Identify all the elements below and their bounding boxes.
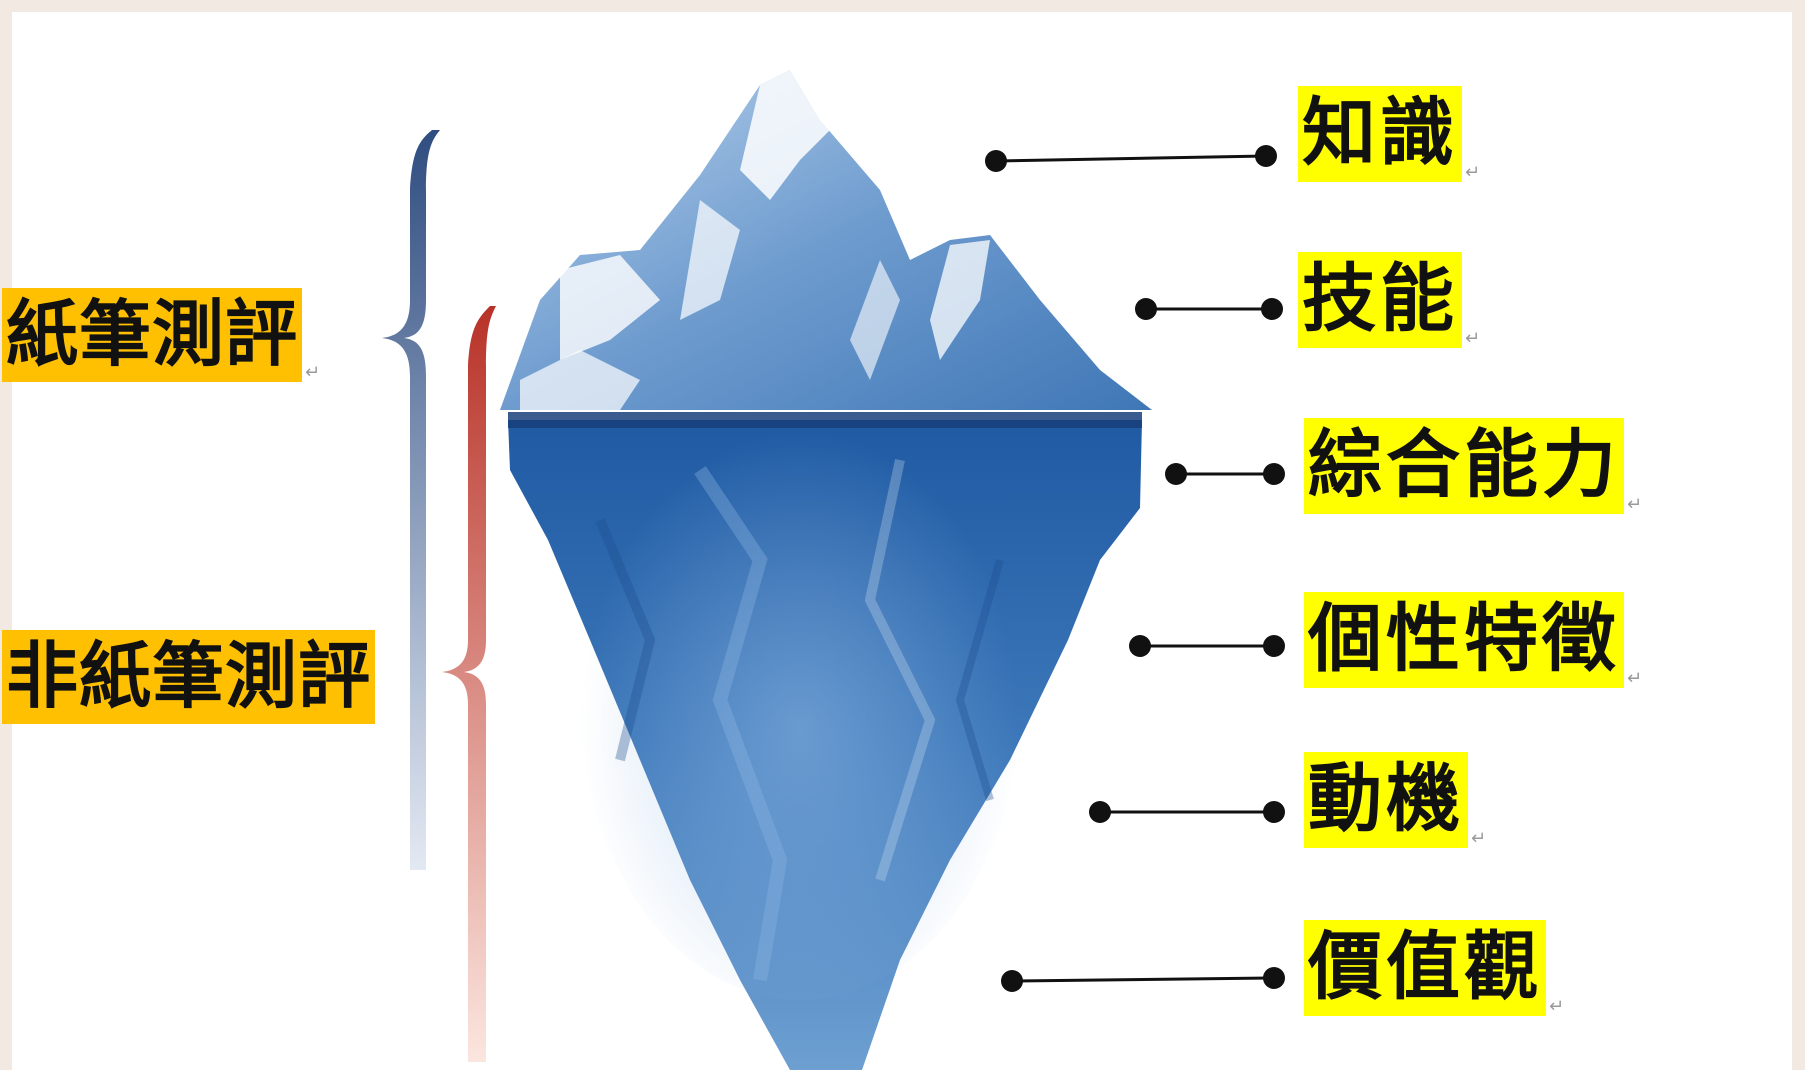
motivation-text: 動機 [1304, 752, 1468, 848]
knowledge-text: 知識 [1298, 86, 1462, 182]
comprehensive-ability-label: 綜合能力↵ [1304, 418, 1646, 514]
iceberg-tip [500, 70, 1152, 410]
paragraph-mark-icon: ↵ [1627, 668, 1647, 689]
non-written-assessment-label: 非紙筆測評 [2, 630, 376, 724]
paragraph-mark-icon: ↵ [1627, 494, 1647, 515]
iceberg-underwater [508, 400, 1142, 1070]
connector-personality-traits [1129, 635, 1285, 657]
motivation-label: 動機↵ [1304, 752, 1490, 848]
paragraph-mark-icon: ↵ [1549, 996, 1569, 1017]
paragraph-mark-icon: ↵ [305, 362, 322, 383]
skills-text: 技能 [1298, 252, 1462, 348]
connector-knowledge [985, 145, 1277, 172]
connector-comprehensive-ability [1165, 463, 1285, 485]
non-written-assessment-text: 非紙筆測評 [2, 630, 376, 724]
written-assessment-text: 紙筆測評 [2, 288, 303, 382]
connector-skills [1135, 298, 1283, 320]
written-assessment-label: 紙筆測評↵ [2, 288, 321, 382]
written-assessment-bracket [382, 130, 440, 870]
connectors [985, 145, 1285, 992]
connector-motivation [1089, 801, 1285, 823]
paragraph-mark-icon: ↵ [1465, 328, 1485, 349]
non-written-assessment-bracket [442, 306, 496, 1062]
skills-label: 技能↵ [1298, 252, 1484, 348]
connector-values [1001, 967, 1285, 992]
paragraph-mark-icon: ↵ [1465, 162, 1485, 183]
knowledge-label: 知識↵ [1298, 86, 1484, 182]
paragraph-mark-icon: ↵ [1471, 828, 1491, 849]
comprehensive-ability-text: 綜合能力 [1304, 418, 1624, 514]
values-label: 價值觀↵ [1304, 920, 1568, 1016]
personality-traits-label: 個性特徵↵ [1304, 592, 1646, 688]
personality-traits-text: 個性特徵 [1304, 592, 1624, 688]
values-text: 價值觀 [1304, 920, 1546, 1016]
